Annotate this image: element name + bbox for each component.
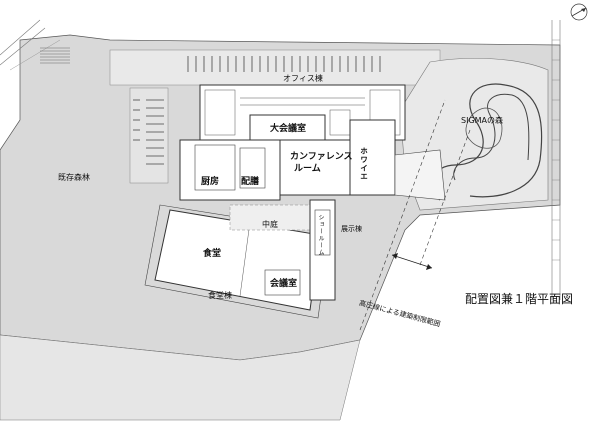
forest-mound <box>465 107 503 149</box>
label-main-conference: 大会議室 <box>268 124 309 135</box>
label-conference-room-2: ルーム <box>294 164 321 174</box>
label-showroom: ショールーム <box>317 214 324 256</box>
label-cafeteria: 食堂 <box>203 249 222 259</box>
east-road-hatch <box>552 39 560 261</box>
forest-path <box>429 83 543 201</box>
serving <box>239 147 266 189</box>
hv-arrowhead <box>426 264 432 270</box>
label-sigma-forest: SIGMAの森 <box>461 116 504 125</box>
hv-restriction-line-2 <box>419 129 471 266</box>
north-arrow-icon <box>570 3 588 21</box>
label-existing-forest: 既存森林 <box>58 173 90 182</box>
meeting-room-box <box>264 269 301 296</box>
showroom-box <box>314 209 331 256</box>
label-office-wing: オフィス棟 <box>283 74 323 83</box>
courtyard-area <box>229 204 311 231</box>
label-conference-room-1: カンファレンス <box>290 152 353 162</box>
label-serving: 配膳 <box>241 177 260 187</box>
hv-arrowhead <box>392 253 398 259</box>
access-road-edge <box>9 39 61 71</box>
access-road-edge <box>0 27 46 66</box>
label-courtyard: 中庭 <box>262 220 278 229</box>
office-partitions <box>204 89 401 136</box>
stairs-nw <box>40 47 70 64</box>
parking-left <box>129 87 169 184</box>
label-kitchen: 厨房 <box>201 177 220 187</box>
lower-slope <box>0 334 361 421</box>
label-foyer: ホワイエ <box>359 147 369 181</box>
label-exhibition-wing: 展示棟 <box>341 225 362 233</box>
access-road <box>0 19 41 56</box>
cafeteria-partition <box>239 221 251 297</box>
label-meeting-room: 会議室 <box>270 279 298 289</box>
parking-lot <box>109 49 441 86</box>
parking-left-stalls <box>133 99 164 165</box>
drawing-title: 配置図兼１階平面図 <box>465 292 574 306</box>
kitchen <box>194 144 236 191</box>
parking-stalls <box>187 56 381 72</box>
entrance-canopy <box>394 149 446 201</box>
forest-path-inner <box>453 93 530 181</box>
foyer-block <box>349 119 396 196</box>
hv-restriction-line <box>359 99 446 331</box>
hv-dimension-arrow <box>391 254 433 269</box>
label-cafeteria-wing: 食堂棟 <box>208 291 232 300</box>
